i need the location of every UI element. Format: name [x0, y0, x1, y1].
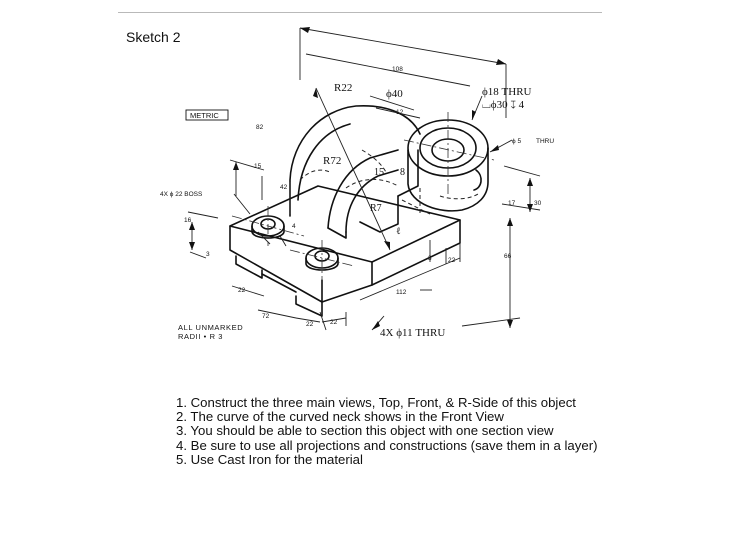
base-right-foot	[295, 295, 323, 317]
dim-phi40: ϕ40	[386, 88, 403, 100]
dim-r7: R7	[370, 203, 382, 214]
dim-108: 108	[392, 66, 403, 73]
dim-8: 8	[400, 167, 405, 178]
thru-label: THRU	[536, 138, 554, 145]
base-top-face	[229, 185, 461, 263]
thru18-label: ϕ18 THRU	[482, 86, 532, 98]
hidden-lines	[299, 149, 479, 215]
dim-r22: R22	[334, 82, 352, 94]
part-outline	[229, 105, 489, 317]
boss-label: 4X ϕ 22 BOSS	[160, 191, 203, 198]
neck-inner	[345, 169, 399, 233]
sketch-title: Sketch 2	[126, 29, 181, 45]
base-front-right-face	[321, 261, 373, 303]
neck-front	[289, 105, 421, 217]
instruction-list: 1. Construct the three main views, Top, …	[176, 395, 598, 467]
dim-12: 12	[396, 109, 404, 116]
dim-r72: R72	[323, 155, 341, 167]
dim-42: 42	[280, 184, 288, 191]
dim-30: 30	[534, 200, 542, 207]
base-boss-front-side	[305, 257, 339, 271]
dim-66: 66	[504, 253, 512, 260]
neck-edge	[397, 149, 419, 197]
instruction-item: 2. The curve of the curved neck shows in…	[176, 409, 504, 425]
instruction-item: 1. Construct the three main views, Top, …	[176, 395, 576, 410]
neck-right	[327, 149, 399, 229]
instruction-item: 4. Be sure to use all projections and co…	[176, 437, 598, 453]
unmarked-line-2: RADII • R 3	[178, 332, 223, 341]
base-left-foot	[235, 255, 263, 279]
dim-16: 16	[184, 217, 192, 224]
boss-lug	[473, 169, 482, 191]
dim-3a: 3	[206, 251, 210, 258]
dim-3b: 3	[428, 255, 432, 262]
base-bottom-edge	[261, 273, 297, 293]
metric-box	[185, 109, 229, 121]
centerline-symbol: ℓ	[396, 226, 401, 237]
dim-22d: 22	[330, 319, 338, 326]
dim-22a: 22	[238, 287, 246, 294]
top-divider	[118, 12, 602, 13]
dim-15b: 15	[374, 167, 384, 178]
dim-22b: 22	[448, 257, 456, 264]
dim-112: 112	[396, 289, 407, 296]
phi5-label: ϕ 5	[512, 138, 521, 145]
unmarked-line-1: ALL UNMARKED	[178, 323, 243, 332]
holes-label: 4X ϕ11 THRU	[380, 327, 445, 339]
base-front-left-face	[229, 225, 323, 303]
dim-72: 72	[262, 313, 270, 320]
neck-rib	[359, 195, 399, 233]
instruction-item: 3. You should be able to section this ob…	[176, 423, 554, 439]
arrowheads	[189, 27, 533, 330]
dim-15a: 15	[254, 163, 262, 170]
cbore-label: ⌴ϕ30 ↧ 4	[482, 99, 525, 111]
dim-82: 82	[256, 124, 264, 131]
dim-4: 4	[292, 223, 296, 230]
boss-side	[407, 147, 489, 212]
neck-back	[297, 123, 351, 201]
center-lines	[231, 112, 495, 280]
metric-label: METRIC	[190, 111, 219, 120]
neck-lower	[327, 227, 347, 239]
dim-22c: 22	[306, 321, 314, 328]
dim-17: 17	[508, 200, 516, 207]
instruction-item: 5. Use Cast Iron for the material	[176, 451, 363, 467]
